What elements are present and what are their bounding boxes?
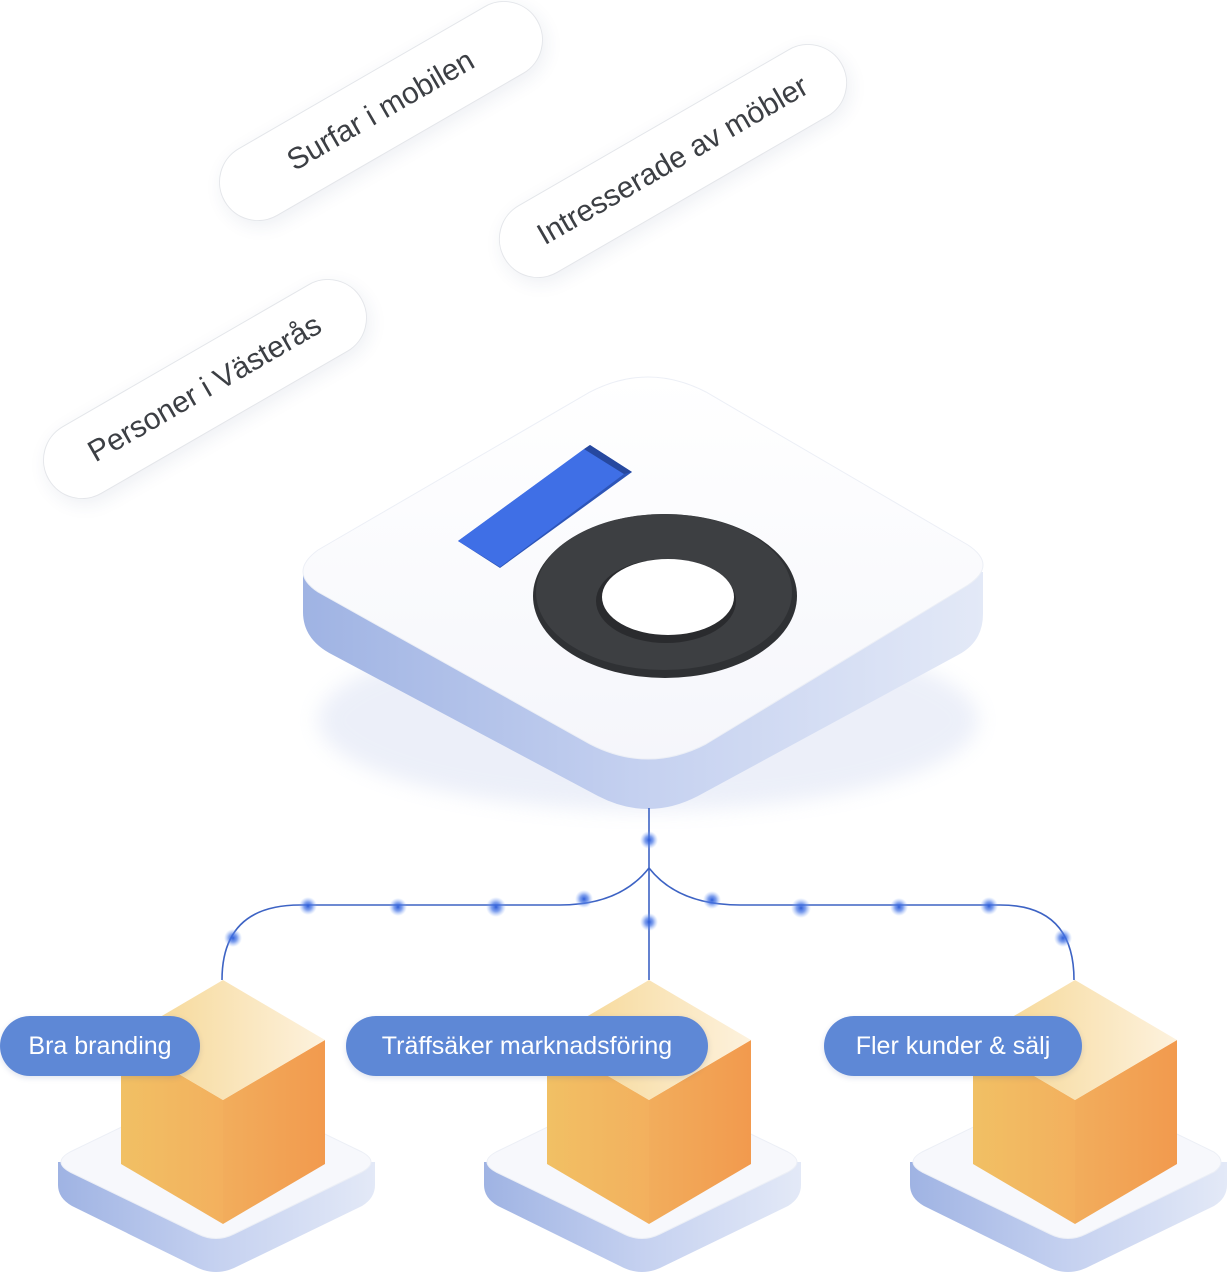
outcome-label: Fler kunder & sälj bbox=[855, 1031, 1051, 1060]
outcome-label: Träffsäker marknadsföring bbox=[381, 1031, 673, 1060]
cube-icon bbox=[121, 980, 325, 1224]
outcome-pill-marketing: Träffsäker marknadsföring bbox=[346, 1016, 708, 1076]
logo-bar-icon bbox=[458, 445, 632, 568]
outcome-pill-branding: Bra branding bbox=[0, 1016, 200, 1076]
connector-dots bbox=[224, 831, 1072, 947]
cube-node-3 bbox=[910, 980, 1227, 1272]
outcome-label: Bra branding bbox=[28, 1031, 172, 1060]
cube-icon bbox=[973, 980, 1177, 1224]
main-platform bbox=[302, 376, 984, 810]
cube-node-1 bbox=[58, 980, 375, 1272]
outcome-pill-sales: Fler kunder & sälj bbox=[824, 1016, 1082, 1076]
logo-ring-icon bbox=[533, 514, 797, 678]
